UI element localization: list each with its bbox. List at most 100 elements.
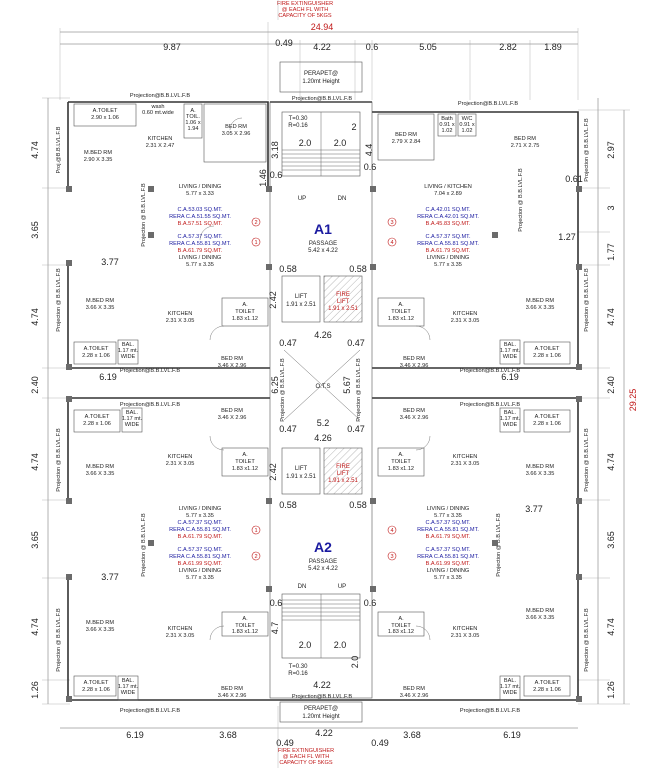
svg-text:@ EACH FL WITH: @ EACH FL WITH xyxy=(282,7,329,13)
svg-text:1.20mt Height: 1.20mt Height xyxy=(302,79,340,85)
svg-text:2.42: 2.42 xyxy=(268,291,278,309)
svg-text:Projection @ B.B.LVL.F.B: Projection @ B.B.LVL.F.B xyxy=(584,428,590,492)
svg-text:3.46 X 2.96: 3.46 X 2.96 xyxy=(218,363,247,369)
svg-text:3.18: 3.18 xyxy=(270,141,280,159)
svg-text:R=0.16: R=0.16 xyxy=(288,671,308,677)
svg-text:3.66 X 3.35: 3.66 X 3.35 xyxy=(86,471,115,477)
svg-text:0.47: 0.47 xyxy=(347,424,365,434)
svg-text:Projection@B.B.LVL.F.B: Projection@B.B.LVL.F.B xyxy=(120,402,181,408)
svg-text:1: 1 xyxy=(254,528,257,534)
passage-a2: A2 PASSAGE 5.42 x 4.22 xyxy=(308,539,338,572)
svg-text:A.: A. xyxy=(398,302,404,308)
svg-text:C.A.53.03 SQ.MT.: C.A.53.03 SQ.MT. xyxy=(177,207,223,213)
svg-text:Projection @ B.B.LVL.F.B: Projection @ B.B.LVL.F.B xyxy=(584,118,590,182)
svg-text:1.17 mt.: 1.17 mt. xyxy=(500,416,521,422)
svg-text:2.31 X 3.05: 2.31 X 3.05 xyxy=(451,318,480,324)
svg-text:FIRE: FIRE xyxy=(336,464,350,470)
svg-text:RERA C.A.55.81 SQ.MT.: RERA C.A.55.81 SQ.MT. xyxy=(417,527,479,533)
svg-text:TOILET: TOILET xyxy=(391,623,411,629)
svg-text:1.91 x 2.51: 1.91 x 2.51 xyxy=(286,302,316,308)
svg-text:0.60 mt.wide: 0.60 mt.wide xyxy=(142,110,174,116)
svg-text:1.91 x 2.51: 1.91 x 2.51 xyxy=(286,474,316,480)
svg-text:KITCHEN: KITCHEN xyxy=(168,626,193,632)
svg-text:Proj.@B.B.LVL.F.B: Proj.@B.B.LVL.F.B xyxy=(56,126,62,173)
svg-text:B.A.61.79 SQ.MT.: B.A.61.79 SQ.MT. xyxy=(178,248,223,254)
svg-text:Projection @ B.B.LVL.F.B: Projection @ B.B.LVL.F.B xyxy=(518,168,524,232)
svg-text:M.BED RM: M.BED RM xyxy=(86,464,114,470)
svg-text:1.17 mt.: 1.17 mt. xyxy=(122,416,143,422)
dim-left-5: 3.65 xyxy=(30,531,40,549)
svg-text:1.46: 1.46 xyxy=(258,169,268,187)
svg-text:A.TOILET: A.TOILET xyxy=(84,680,109,686)
svg-text:0.47: 0.47 xyxy=(347,338,365,348)
svg-text:0.58: 0.58 xyxy=(349,500,367,510)
svg-text:LIFT: LIFT xyxy=(295,294,308,300)
svg-text:Projection@B.B.LVL.F.B: Projection@B.B.LVL.F.B xyxy=(130,93,191,99)
svg-text:DN: DN xyxy=(298,584,307,590)
svg-text:5.77 x 3.35: 5.77 x 3.35 xyxy=(434,575,462,581)
svg-text:BAL.: BAL. xyxy=(126,410,139,416)
svg-text:Projection @ B.B.LVL.F.B: Projection @ B.B.LVL.F.B xyxy=(356,358,362,422)
svg-text:1.91 x 2.51: 1.91 x 2.51 xyxy=(328,478,358,484)
svg-text:0.58: 0.58 xyxy=(279,264,297,274)
svg-text:BED RM: BED RM xyxy=(514,136,536,142)
svg-text:B.A.61.99 SQ.MT.: B.A.61.99 SQ.MT. xyxy=(178,561,223,567)
svg-text:FIRE: FIRE xyxy=(336,292,350,298)
unit-bottom-right: BAL. 1.17 mt. WIDE A.TOILET 2.28 x 1.06 … xyxy=(377,407,571,701)
dim-top-5: 2.82 xyxy=(499,42,517,52)
svg-text:2.0: 2.0 xyxy=(334,640,347,650)
svg-text:LIVING / DINING: LIVING / DINING xyxy=(179,184,222,190)
unit-number-markers: 2 1 3 4 1 2 4 3 xyxy=(251,217,397,561)
svg-text:PERAPET@: PERAPET@ xyxy=(304,706,338,712)
svg-text:O.T.S: O.T.S xyxy=(315,384,330,390)
svg-text:0.6: 0.6 xyxy=(270,598,283,608)
svg-text:2: 2 xyxy=(254,554,257,560)
bottom-dimensions: 6.19 3.68 0.49 4.22 0.49 3.68 6.19 xyxy=(60,727,578,748)
svg-text:2.0: 2.0 xyxy=(334,138,347,148)
svg-text:2.0: 2.0 xyxy=(299,640,312,650)
svg-text:C.A.57.37 SQ.MT.: C.A.57.37 SQ.MT. xyxy=(425,520,471,526)
svg-text:3: 3 xyxy=(390,220,393,226)
svg-text:B.A.61.79 SQ.MT.: B.A.61.79 SQ.MT. xyxy=(426,248,471,254)
svg-text:PERAPET@: PERAPET@ xyxy=(304,71,338,77)
svg-text:2.31 X 3.05: 2.31 X 3.05 xyxy=(166,318,195,324)
svg-text:DN: DN xyxy=(338,196,347,202)
svg-text:wash: wash xyxy=(150,104,164,110)
svg-text:LIVING / KITCHEN: LIVING / KITCHEN xyxy=(424,184,472,190)
svg-text:LIVING / DINING: LIVING / DINING xyxy=(179,506,222,512)
dim-right-small-1: 1.27 xyxy=(558,232,576,242)
svg-text:0.6: 0.6 xyxy=(270,170,283,180)
svg-text:1.83 x1.12: 1.83 x1.12 xyxy=(388,629,414,635)
svg-text:C.A.57.37 SQ.MT.: C.A.57.37 SQ.MT. xyxy=(177,547,223,553)
dim-top-0: 9.87 xyxy=(163,42,181,52)
dim-left-7: 1.26 xyxy=(30,681,40,699)
svg-text:1.83 x1.12: 1.83 x1.12 xyxy=(388,316,414,322)
core-top-stair: T=0.30 R=0.16 2 2.0 2.0 3.18 4.4 1.46 0.… xyxy=(258,111,376,202)
projection-labels: Projection@B.B.LVL.F.B Projection@B.B.LV… xyxy=(56,93,590,714)
svg-text:CAPACITY OF 5KGS: CAPACITY OF 5KGS xyxy=(278,13,332,19)
svg-text:Projection@B.B.LVL.F.B: Projection@B.B.LVL.F.B xyxy=(458,101,519,107)
svg-text:4.7: 4.7 xyxy=(270,622,280,635)
svg-text:BED RM: BED RM xyxy=(221,408,243,414)
svg-text:6.19: 6.19 xyxy=(99,372,117,382)
svg-text:2: 2 xyxy=(254,220,257,226)
svg-text:0.58: 0.58 xyxy=(279,500,297,510)
svg-text:3.77: 3.77 xyxy=(101,257,119,267)
core-bottom-stair: DN UP 0.6 0.6 4.7 2.0 2.0 2.0 T=0.30 R=0… xyxy=(270,584,377,690)
svg-text:Projection@B.B.LVL.F.B: Projection@B.B.LVL.F.B xyxy=(120,708,181,714)
svg-text:4.4: 4.4 xyxy=(364,144,374,157)
svg-text:C.A.57.37 SQ.MT.: C.A.57.37 SQ.MT. xyxy=(425,547,471,553)
unit-top-left: A.TOILET 2.90 x 1.06 wash 0.60 mt.wide A… xyxy=(73,103,269,382)
overall-height: 29.25 xyxy=(628,389,638,412)
svg-text:5.2: 5.2 xyxy=(317,418,330,428)
svg-text:3.46 X 2.96: 3.46 X 2.96 xyxy=(218,693,247,699)
svg-text:3.77: 3.77 xyxy=(101,572,119,582)
svg-text:2.28 x 1.06: 2.28 x 1.06 xyxy=(533,421,561,427)
svg-text:1.20mt Height: 1.20mt Height xyxy=(302,714,340,720)
dim-top-4: 5.05 xyxy=(419,42,437,52)
svg-text:TOILET: TOILET xyxy=(235,309,255,315)
wing-label-a2: A2 xyxy=(314,539,332,555)
svg-text:A.: A. xyxy=(242,452,248,458)
svg-text:Projection@B.B.LVL.F.B: Projection@B.B.LVL.F.B xyxy=(292,694,353,700)
